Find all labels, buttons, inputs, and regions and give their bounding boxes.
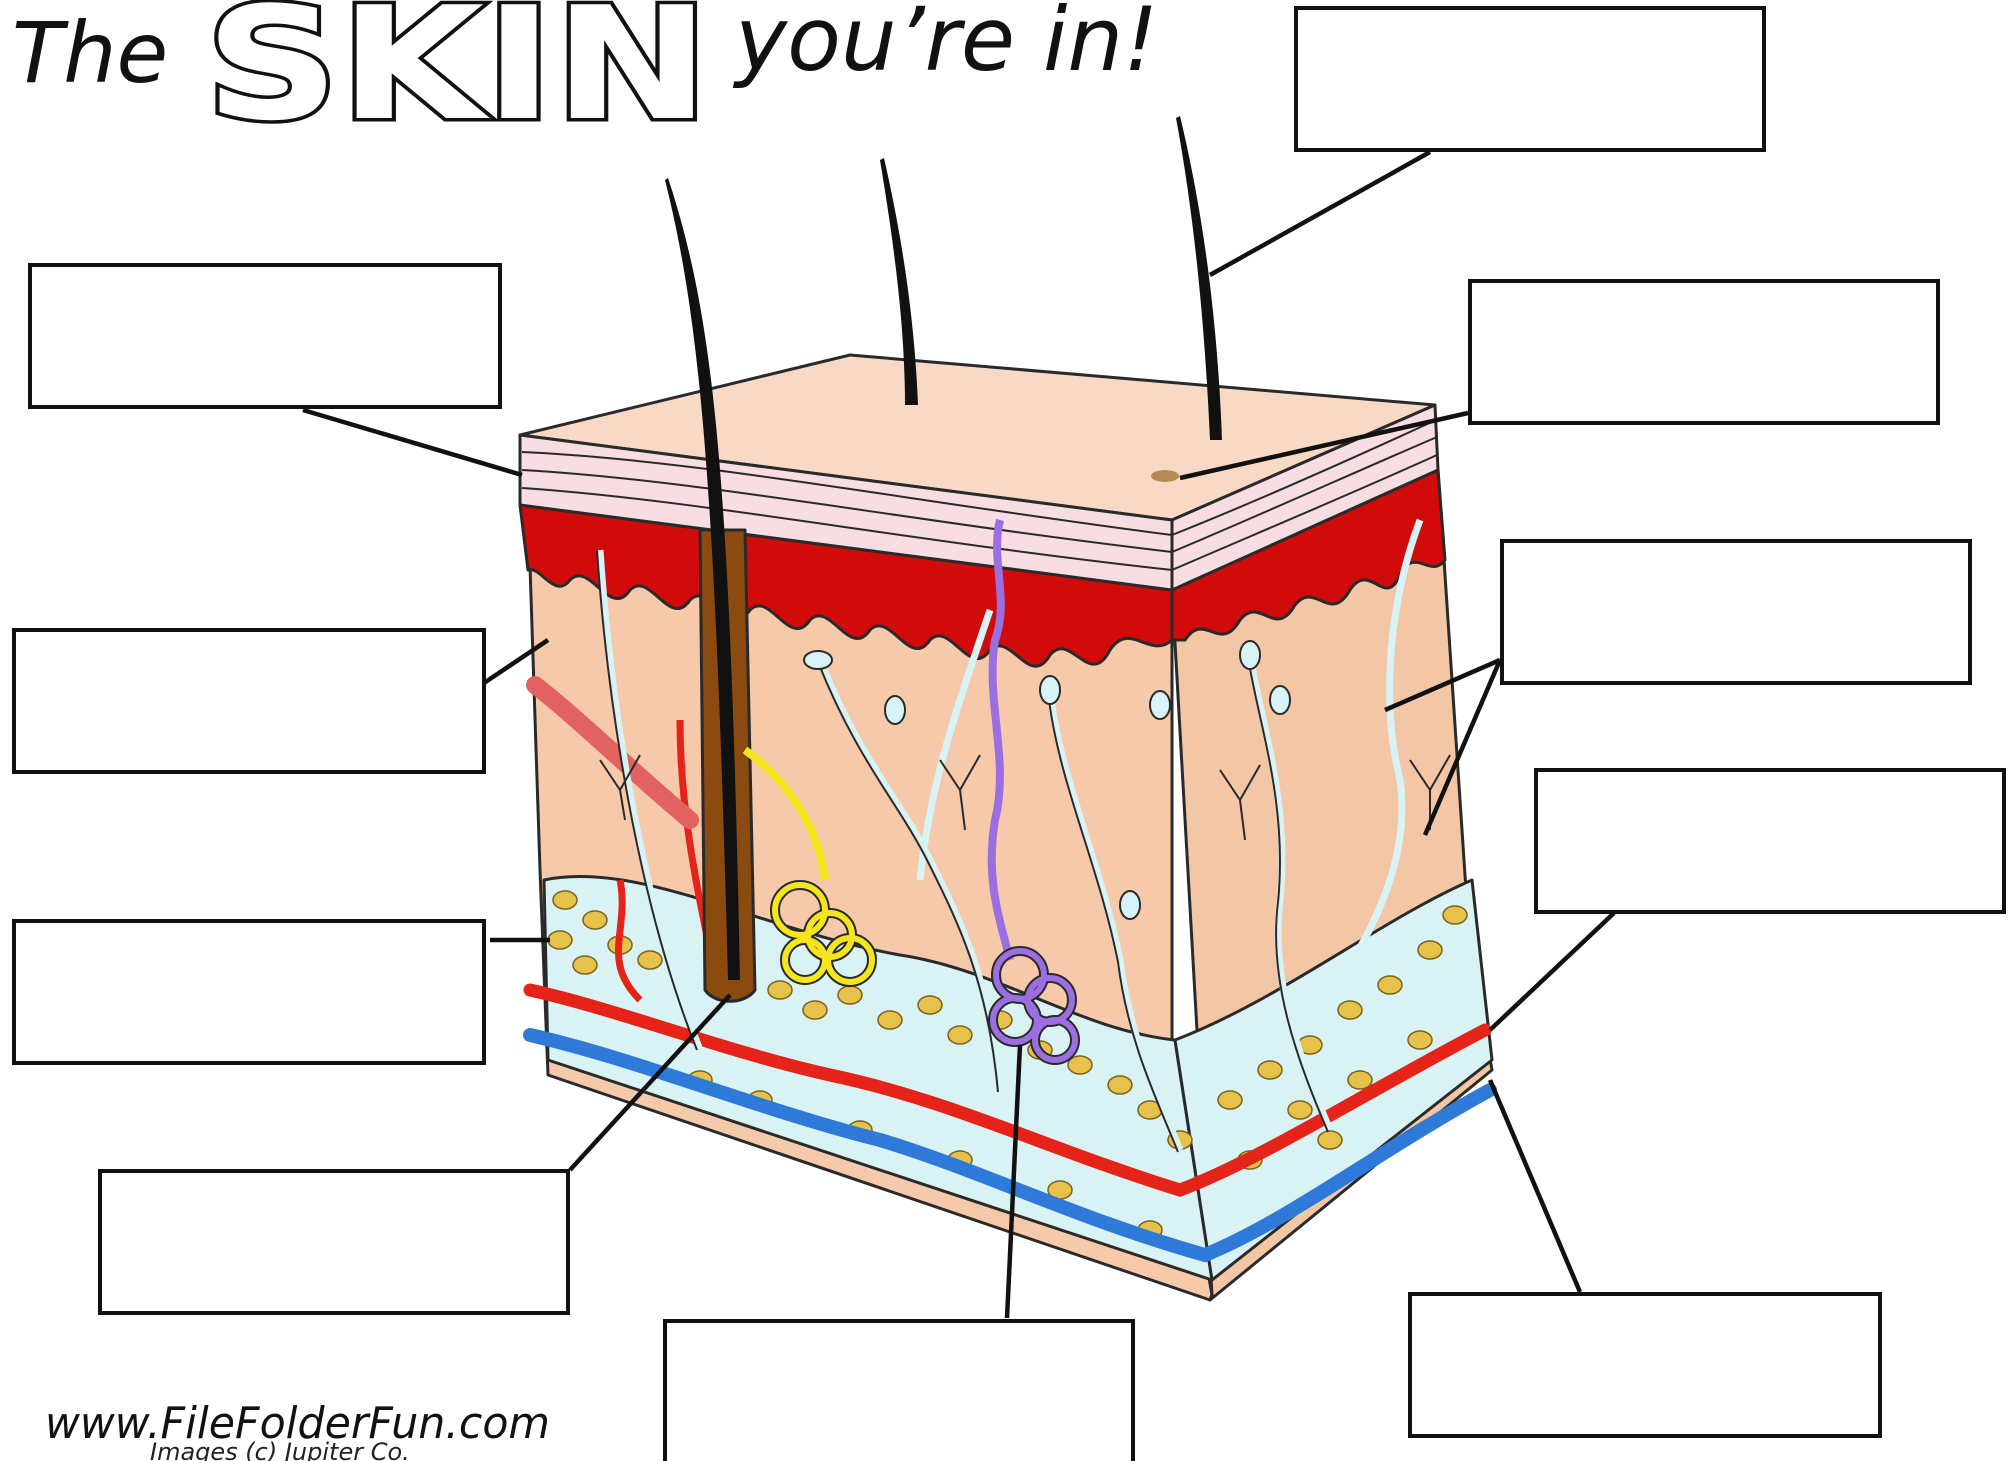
label-box-9[interactable] bbox=[665, 1321, 1133, 1461]
title-suffix: you’re in! bbox=[732, 0, 1158, 91]
pore bbox=[1151, 470, 1179, 482]
label-box-10-frame[interactable] bbox=[1410, 1294, 1880, 1436]
label-box-6[interactable] bbox=[1536, 770, 2004, 912]
leader-line-7 bbox=[1490, 913, 1614, 1030]
label-box-6-frame[interactable] bbox=[1536, 770, 2004, 912]
label-box-3-frame[interactable] bbox=[1470, 281, 1938, 423]
image-credit: Images (c) Jupiter Co. bbox=[150, 1438, 410, 1461]
footer: www.FileFolderFun.com Images (c) Jupiter… bbox=[45, 1398, 550, 1461]
label-box-2[interactable] bbox=[30, 265, 500, 407]
label-box-4-frame[interactable] bbox=[14, 630, 484, 772]
title: The SKIN you’re in! bbox=[12, 0, 1158, 155]
label-box-3[interactable] bbox=[1470, 281, 1938, 423]
title-prefix: The bbox=[12, 4, 168, 102]
leader-line-10 bbox=[1490, 1080, 1580, 1292]
title-emphasis: SKIN bbox=[205, 0, 710, 155]
leader-line-1 bbox=[1210, 152, 1430, 275]
label-box-1[interactable] bbox=[1296, 8, 1764, 150]
label-box-8-frame[interactable] bbox=[100, 1171, 568, 1313]
skin-illustration bbox=[520, 116, 1492, 1300]
label-box-9-frame[interactable] bbox=[665, 1321, 1133, 1461]
label-box-4[interactable] bbox=[14, 630, 484, 772]
label-box-5[interactable] bbox=[1502, 541, 1970, 683]
label-box-7[interactable] bbox=[14, 921, 484, 1063]
label-box-8[interactable] bbox=[100, 1171, 568, 1313]
label-box-2-frame[interactable] bbox=[30, 265, 500, 407]
label-box-7-frame[interactable] bbox=[14, 921, 484, 1063]
label-box-5-frame[interactable] bbox=[1502, 541, 1970, 683]
label-box-10[interactable] bbox=[1410, 1294, 1880, 1436]
label-box-1-frame[interactable] bbox=[1296, 8, 1764, 150]
leader-line-2 bbox=[303, 410, 522, 475]
